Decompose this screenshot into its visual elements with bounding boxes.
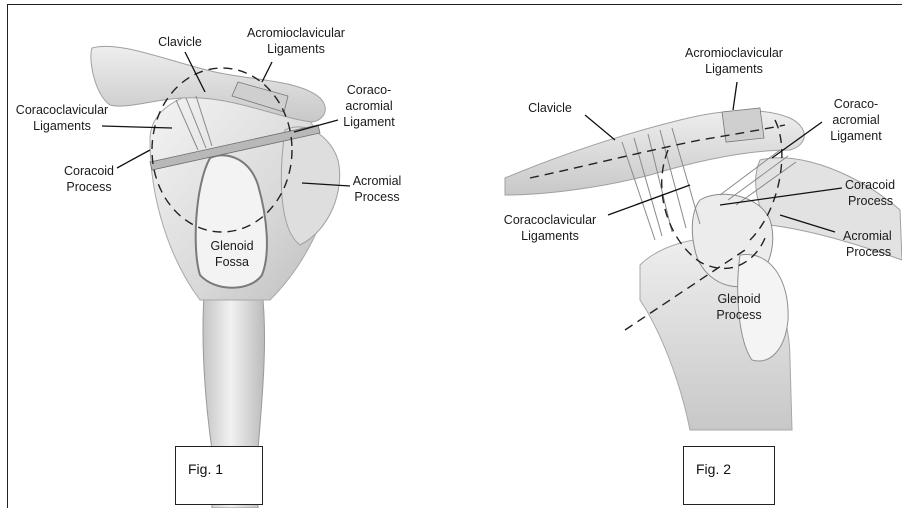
fig2-label-coracoclavicular-ligaments: Ligaments [521, 229, 579, 243]
fig1-acromion-bone [281, 127, 339, 245]
fig2-acromioclavicular-ligament [722, 108, 764, 142]
fig2-label-ligament: Ligament [830, 129, 882, 143]
fig2-label-acromial-word: Acromial [843, 229, 892, 243]
fig1-label-coracoid-process: Process [66, 180, 111, 194]
fig1-label-acromial: acromial [345, 99, 392, 113]
fig1-label-acromial-process: Process [354, 190, 399, 204]
fig1-label-ligament: Ligament [343, 115, 395, 129]
fig2-label-clavicle: Clavicle [528, 101, 572, 115]
figure-1-illustration: Clavicle Acromioclavicular Ligaments Cor… [16, 26, 402, 508]
fig2-label-acromial-process: Process [846, 245, 891, 259]
fig1-label-glenoid: Glenoid [210, 239, 253, 253]
fig2-label-acromioclavicular-ligaments: Ligaments [705, 62, 763, 76]
fig2-label-acromial: acromial [832, 113, 879, 127]
fig1-label-coracoclavicular-ligaments: Ligaments [33, 119, 91, 133]
fig1-label-fossa: Fossa [215, 255, 249, 269]
fig1-label-acromial-word: Acromial [353, 174, 402, 188]
fig2-label-coraco: Coraco- [834, 97, 878, 111]
fig2-caption: Fig. 2 [696, 461, 731, 477]
fig1-label-acromioclavicular-ligaments: Ligaments [267, 42, 325, 56]
figure-2-illustration: Clavicle Acromioclavicular Ligaments Cor… [504, 46, 902, 430]
fig1-label-coracoclavicular: Coracoclavicular [16, 103, 108, 117]
fig1-label-coracoid: Coracoid [64, 164, 114, 178]
fig1-label-acromioclavicular: Acromioclavicular [247, 26, 345, 40]
fig2-caption-box: Fig. 2 [683, 446, 775, 505]
fig2-label-coracoid: Coracoid [845, 178, 895, 192]
fig1-caption: Fig. 1 [188, 461, 223, 477]
fig2-label-glenoid-process: Process [716, 308, 761, 322]
fig2-label-glenoid: Glenoid [717, 292, 760, 306]
fig1-label-clavicle: Clavicle [158, 35, 202, 49]
fig2-label-coracoid-process: Process [848, 194, 893, 208]
fig1-label-coraco: Coraco- [347, 83, 391, 97]
fig2-label-coracoclavicular: Coracoclavicular [504, 213, 596, 227]
fig1-caption-box: Fig. 1 [175, 446, 263, 505]
fig2-label-acromioclavicular: Acromioclavicular [685, 46, 783, 60]
